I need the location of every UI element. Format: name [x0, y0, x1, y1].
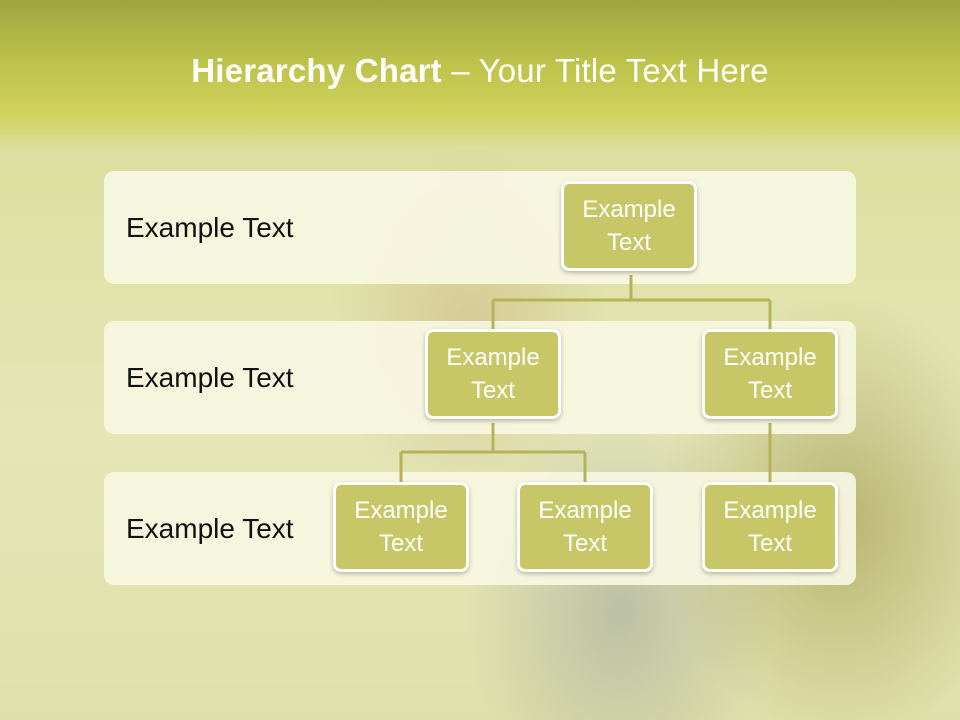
node-level3-a-label: Example Text: [354, 497, 448, 557]
level-label-1: Example Text: [126, 212, 294, 243]
slide-title: Hierarchy Chart – Your Title Text Here: [0, 52, 960, 90]
node-root[interactable]: Example Text: [561, 181, 697, 271]
node-level3-c[interactable]: Example Text: [702, 482, 838, 572]
node-level3-b-label: Example Text: [538, 497, 632, 557]
node-level2-right[interactable]: Example Text: [702, 329, 838, 419]
title-rest: – Your Title Text Here: [441, 52, 769, 89]
connector-root-to-level2: [491, 275, 772, 329]
node-level2-left-label: Example Text: [446, 344, 540, 404]
node-level3-b[interactable]: Example Text: [517, 482, 653, 572]
level-band-1: Example Text: [104, 171, 856, 284]
title-header: Hierarchy Chart – Your Title Text Here: [0, 0, 960, 150]
level-label-2: Example Text: [126, 362, 294, 393]
node-level3-c-label: Example Text: [723, 497, 817, 557]
node-level2-left[interactable]: Example Text: [425, 329, 561, 419]
connector-left-to-level3: [399, 423, 587, 482]
node-level2-right-label: Example Text: [723, 344, 817, 404]
level-label-3: Example Text: [126, 513, 294, 544]
node-level3-a[interactable]: Example Text: [333, 482, 469, 572]
node-root-label: Example Text: [582, 196, 676, 256]
title-bold: Hierarchy Chart: [191, 52, 442, 89]
